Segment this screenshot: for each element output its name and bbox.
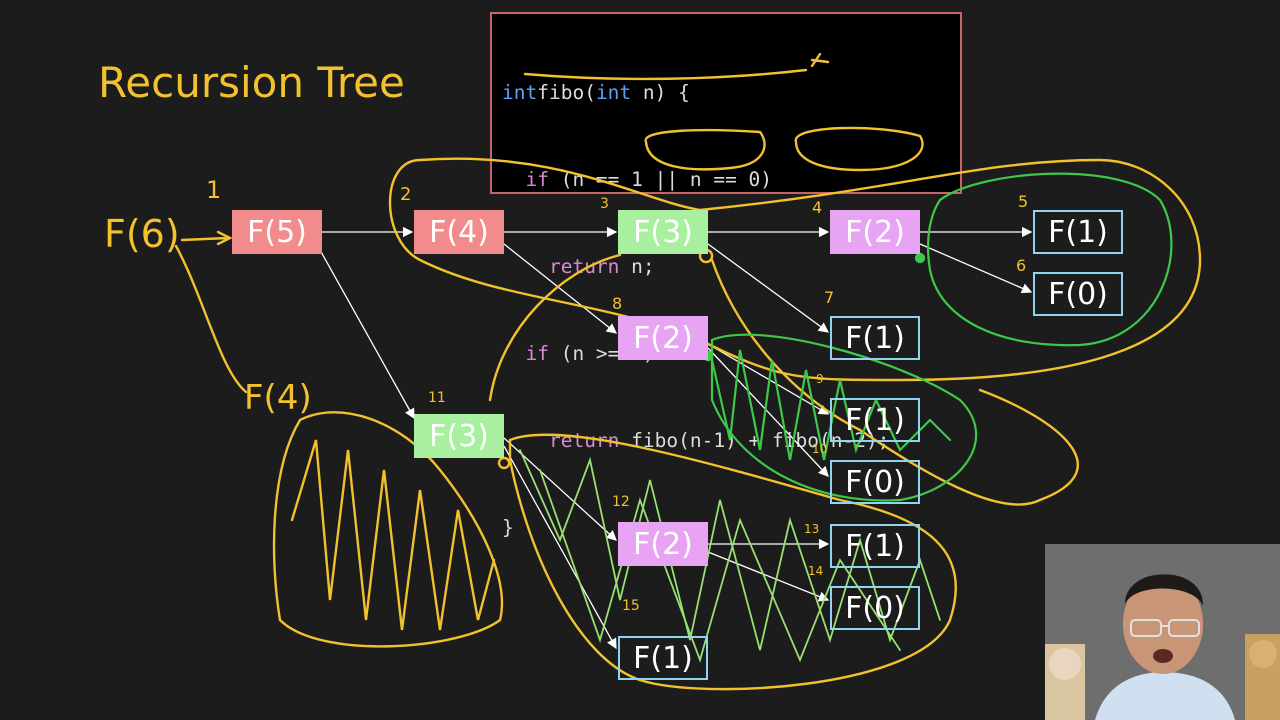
order-13: 13 xyxy=(804,522,820,536)
order-3: 3 xyxy=(600,196,609,212)
node-f4: F(4) xyxy=(414,210,504,254)
node-f1a: F(1) xyxy=(1033,210,1123,254)
dot-f3b xyxy=(497,456,511,470)
loop-f2b-leaves xyxy=(710,333,978,502)
curve-f6-to-f4 xyxy=(174,244,248,394)
order-15: 15 xyxy=(622,598,640,614)
code-line-1: intfibo(int n) { xyxy=(502,81,690,104)
circle-fibo-n1 xyxy=(644,128,766,171)
edge-f3a-f1b xyxy=(707,243,830,333)
node-f0c: F(0) xyxy=(830,586,920,630)
order-1: 1 xyxy=(206,176,222,204)
loop-f3b-subtree xyxy=(508,433,958,691)
zigzag-f3b-subtree-2 xyxy=(539,469,901,663)
order-14: 14 xyxy=(808,564,824,578)
code-line-2: if (n == 1 || n == 0) xyxy=(525,168,773,191)
order-11: 11 xyxy=(428,390,446,406)
dot-code-tail xyxy=(810,52,830,68)
handwritten-f4: F(4) xyxy=(244,378,312,418)
node-f2c: F(2) xyxy=(618,522,708,566)
order-2: 2 xyxy=(400,184,412,205)
handwritten-f6: F(6) xyxy=(104,212,180,256)
node-f2a: F(2) xyxy=(830,210,920,254)
loop-f2a-leaves xyxy=(926,172,1173,347)
slide-title: Recursion Tree xyxy=(98,58,405,107)
order-9: 9 xyxy=(816,372,824,386)
edge-f2b-f0b xyxy=(707,347,829,477)
node-f5: F(5) xyxy=(232,210,322,254)
zigzag-f3b-subtree xyxy=(519,449,941,651)
order-10: 10 xyxy=(812,442,828,456)
node-f1e: F(1) xyxy=(618,636,708,680)
order-7: 7 xyxy=(824,288,835,307)
circle-fibo-n2 xyxy=(794,126,924,172)
edge-f2a-f0a xyxy=(919,243,1033,294)
node-f3a: F(3) xyxy=(618,210,708,254)
edge-group xyxy=(319,226,1033,650)
edge-f5-f3b xyxy=(319,249,415,420)
presenter-figure xyxy=(1045,544,1280,720)
node-f1d: F(1) xyxy=(830,524,920,568)
underline-if xyxy=(523,68,808,81)
code-line-6: } xyxy=(502,516,514,539)
order-12: 12 xyxy=(612,494,630,510)
edge-f2b-f1c xyxy=(707,343,830,415)
big-loop-f4-subtree xyxy=(388,157,1202,382)
webcam-overlay xyxy=(1045,544,1280,720)
dot-f2a xyxy=(914,252,926,264)
order-5: 5 xyxy=(1018,192,1029,211)
lightgreen-annotations xyxy=(519,449,941,663)
order-6: 6 xyxy=(1016,256,1027,275)
arrow-f6-to-f5 xyxy=(180,230,233,246)
node-f2b: F(2) xyxy=(618,316,708,360)
edge-f4-f2b xyxy=(503,243,618,334)
edge-f3b-f1e xyxy=(503,445,617,650)
node-f1b: F(1) xyxy=(830,316,920,360)
order-8: 8 xyxy=(612,294,623,313)
node-f0b: F(0) xyxy=(830,460,920,504)
triangle-f4-cluster xyxy=(272,411,504,648)
node-f1c: F(1) xyxy=(830,398,920,442)
order-4: 4 xyxy=(812,198,823,217)
loop-f3a-return xyxy=(488,253,622,402)
node-f0a: F(0) xyxy=(1033,272,1123,316)
node-f3b: F(3) xyxy=(414,414,504,458)
yellow-annotations xyxy=(174,52,1202,691)
zigzag-f4-cluster xyxy=(290,439,496,631)
